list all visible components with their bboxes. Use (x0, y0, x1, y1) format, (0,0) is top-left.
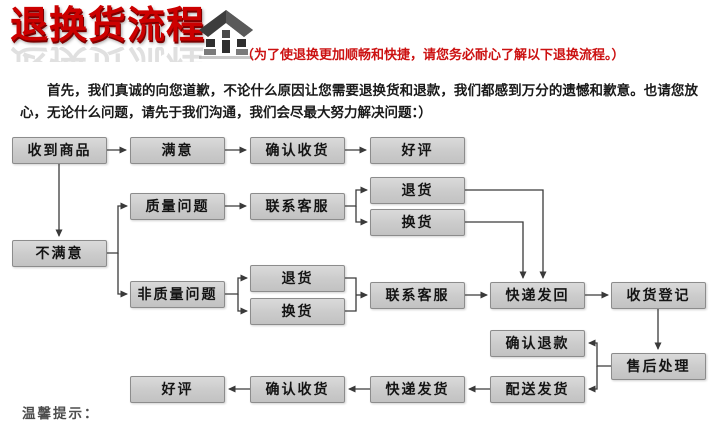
flow-node-confirm-receipt-top: 确认收货 (250, 137, 345, 164)
flow-node-receipt-registration: 收货登记 (611, 282, 706, 309)
flow-node-quality-issue: 质量问题 (130, 193, 225, 220)
flow-node-good-review-bottom: 好评 (130, 376, 225, 403)
flow-node-return-goods-quality: 退货 (370, 177, 465, 204)
flow-node-satisfied: 满意 (130, 137, 225, 164)
flow-node-good-review-top: 好评 (370, 137, 465, 164)
flow-node-after-sales-processing: 售后处理 (611, 353, 706, 380)
flow-node-exchange-goods-nonquality: 换货 (250, 298, 345, 325)
flow-node-unsatisfied: 不满意 (12, 240, 107, 267)
flow-node-exchange-goods-quality: 换货 (370, 209, 465, 236)
flow-node-confirm-refund: 确认退款 (490, 330, 585, 357)
flow-node-dispatch-shipment: 配送发货 (490, 376, 585, 403)
flow-node-express-shipment: 快递发货 (370, 376, 465, 403)
house-icon (199, 10, 253, 59)
warm-tip-label: 温馨提示： (22, 406, 100, 421)
page-title: 退换货流程 (10, 5, 206, 47)
flow-node-return-goods-nonquality: 退货 (250, 265, 345, 292)
flow-node-contact-service-quality: 联系客服 (250, 193, 345, 220)
flow-node-confirm-receipt-bottom: 确认收货 (250, 376, 345, 403)
intro-paragraph: 首先，我们真诚的向您道歉，不论什么原因让您需要退换货和退款，我们都感到万分的遗憾… (20, 83, 698, 120)
flow-node-express-send-back: 快递发回 (490, 282, 585, 309)
flow-node-contact-service-nonquality: 联系客服 (370, 282, 465, 309)
flow-node-receive-goods: 收到商品 (12, 137, 107, 164)
flow-node-non-quality-issue: 非质量问题 (130, 281, 225, 308)
page-subtitle: （为了使退换更加顺畅和快捷，请您务必耐心了解以下退换流程。） (241, 47, 625, 62)
